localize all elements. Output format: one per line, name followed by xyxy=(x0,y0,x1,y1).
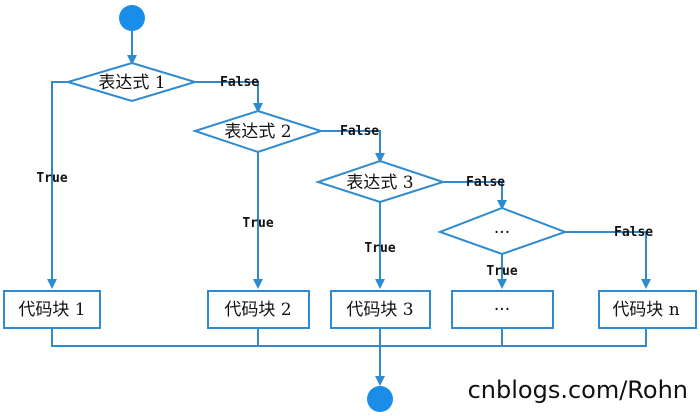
edge-label-cond-1-true: True xyxy=(36,171,67,186)
merge-line xyxy=(51,328,647,347)
cond-2-false-edge xyxy=(321,130,385,163)
decision-shape-2 xyxy=(191,109,325,154)
edge-label-cond-4-false: False xyxy=(614,225,653,240)
cond-1-false-edge xyxy=(195,81,263,113)
code-block-label-n: 代码块 n xyxy=(612,300,679,320)
decision-label-1: 表达式 1 xyxy=(98,73,165,93)
decision-node-1: 表达式 1 xyxy=(64,61,199,103)
cond-4-false-edge xyxy=(565,231,651,289)
decision-node-4: ··· xyxy=(437,206,568,256)
decision-shape-3 xyxy=(314,159,447,204)
edge-label-cond-2-true: True xyxy=(242,216,273,231)
code-block-box-n xyxy=(598,290,697,329)
end-node xyxy=(367,386,393,412)
code-block-box-3 xyxy=(330,290,431,329)
code-block-2: 代码块 2 xyxy=(207,290,310,329)
code-block-box-4 xyxy=(451,290,554,329)
decision-label-3: 表达式 3 xyxy=(346,173,413,193)
watermark-text: cnblogs.com/Rohn xyxy=(468,376,688,404)
cond-1-true-edge xyxy=(47,81,68,289)
code-block-4: ··· xyxy=(451,290,554,329)
code-block-3: 代码块 3 xyxy=(330,290,431,329)
code-block-label-2: 代码块 2 xyxy=(224,300,291,320)
connectors xyxy=(47,31,651,386)
decision-node-3: 表达式 3 xyxy=(314,159,447,204)
code-block-label-4: ··· xyxy=(494,300,510,320)
decision-label-4: ··· xyxy=(494,223,510,243)
edge-label-cond-4-true: True xyxy=(486,264,517,279)
code-block-box-1 xyxy=(3,290,101,329)
decision-label-2: 表达式 2 xyxy=(224,122,291,142)
edge-label-cond-2-false: False xyxy=(340,124,379,139)
code-block-1: 代码块 1 xyxy=(3,290,101,329)
decision-node-2: 表达式 2 xyxy=(191,109,325,154)
code-block-box-2 xyxy=(207,290,310,329)
cond-3-false-edge xyxy=(443,181,507,210)
decision-shape-1 xyxy=(64,61,199,103)
code-block-n: 代码块 n xyxy=(598,290,697,329)
code-block-label-1: 代码块 1 xyxy=(18,300,85,320)
decision-shape-4 xyxy=(437,206,568,256)
start-node xyxy=(119,5,145,31)
code-block-label-3: 代码块 3 xyxy=(346,300,413,320)
edge-label-cond-3-true: True xyxy=(364,241,395,256)
edge-label-cond-1-false: False xyxy=(220,75,259,90)
edge-label-cond-3-false: False xyxy=(466,175,505,190)
